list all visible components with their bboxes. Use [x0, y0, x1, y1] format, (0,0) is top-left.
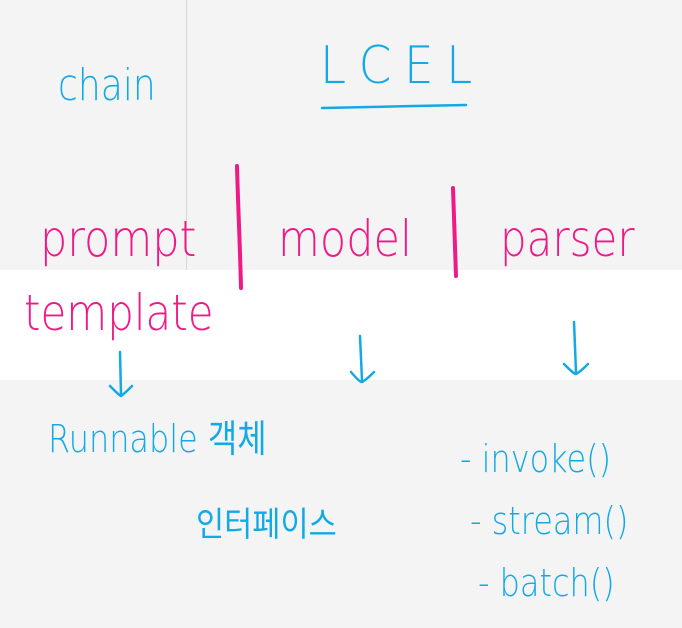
prompt-label: prompt: [40, 210, 197, 268]
down-arrow-icon-model: [349, 334, 376, 384]
down-arrow-icon-template: [108, 350, 134, 398]
lcel-label: LCEL: [320, 36, 485, 96]
pipe-separator-2: [451, 186, 458, 278]
pipe-separator-1: [235, 164, 243, 290]
lcel-underline: [320, 103, 468, 110]
down-arrow-icon-parser: [562, 320, 590, 376]
method-invoke: - invoke(): [460, 437, 612, 481]
method-batch: - batch(): [478, 561, 615, 605]
highlight-band: [0, 270, 682, 380]
method-stream: - stream(): [470, 499, 629, 543]
template-label: template: [24, 284, 214, 342]
runnable-object-label: Runnable 객체: [48, 417, 267, 461]
interface-label: 인터페이스: [196, 505, 337, 545]
chain-label: chain: [58, 60, 156, 111]
model-label: model: [278, 210, 412, 268]
parser-label: parser: [500, 210, 635, 268]
column-divider-line: [186, 0, 187, 270]
